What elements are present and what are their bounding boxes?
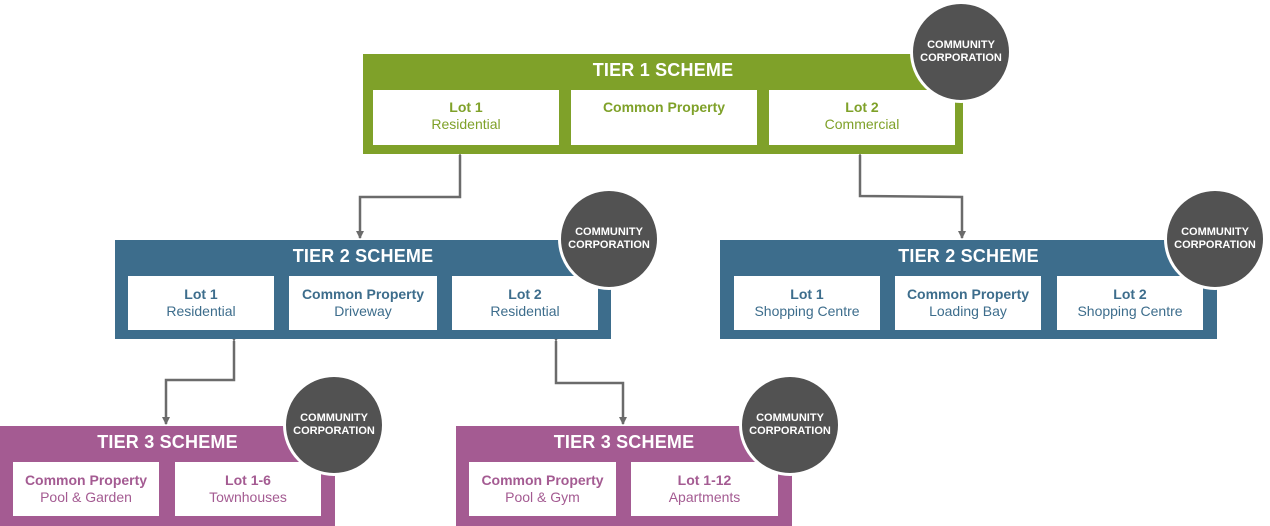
cell-name: Lot 1 [449, 99, 483, 115]
tier2-left-cell-common-property: Common Property Driveway [289, 276, 437, 330]
tier2-left-cell-lot2: Lot 2 Residential [452, 276, 598, 330]
tier3-left-title: TIER 3 SCHEME [97, 432, 238, 452]
cell-sub: Loading Bay [929, 303, 1007, 319]
cell-sub: Pool & Gym [505, 489, 580, 505]
cell-sub: Shopping Centre [1077, 303, 1183, 319]
cell-name: Lot 1 [790, 286, 824, 302]
cell-name: Lot 2 [508, 286, 542, 302]
tier2-right-cell-lot1: Lot 1 Shopping Centre [734, 276, 880, 330]
cell-name: Lot 1-12 [677, 472, 732, 488]
tier1-cell-common-property: Common Property [571, 90, 757, 145]
cell-name: Lot 1 [184, 286, 218, 302]
cell-sub: Residential [166, 303, 236, 319]
cell-sub: Apartments [668, 489, 741, 505]
tier2-right-cell-lot2: Lot 2 Shopping Centre [1057, 276, 1203, 330]
tier3-right-cell-common-property: Common Property Pool & Gym [469, 462, 616, 516]
cell-name: Common Property [301, 286, 425, 302]
connector-tier2-left-lot1-to-tier3-left [162, 334, 238, 425]
tier3-right-cell-lots: Lot 1-12 Apartments [631, 462, 778, 516]
cell-sub: Shopping Centre [754, 303, 860, 319]
tier1-scheme: TIER 1 SCHEME Lot 1 Residential Common P… [363, 54, 963, 154]
tier2-left-scheme: TIER 2 SCHEME Lot 1 Residential Common P… [115, 240, 611, 339]
connector-tier1-lot2-to-tier2-right [856, 148, 966, 239]
cell-name: Common Property [24, 472, 148, 488]
tier1-cell-lot2: Lot 2 Commercial [769, 90, 955, 145]
cell-sub: Residential [490, 303, 560, 319]
cell-sub: Driveway [334, 303, 392, 319]
cell-sub: Townhouses [209, 489, 287, 505]
tier1-cell-lot1: Lot 1 Residential [373, 90, 559, 145]
cell-name: Common Property [602, 99, 726, 115]
cell-name: Common Property [481, 472, 604, 488]
cell-sub: Pool & Garden [40, 489, 132, 505]
cell-name: Lot 2 [1113, 286, 1147, 302]
tier2-left-cell-lot1: Lot 1 Residential [128, 276, 274, 330]
tier2-left-title: TIER 2 SCHEME [292, 246, 434, 266]
cell-name: Lot 2 [845, 99, 879, 115]
cell-sub: Residential [431, 116, 501, 132]
tier2-right-cell-common-property: Common Property Loading Bay [895, 276, 1041, 330]
connector-tier1-lot1-to-tier2-left [356, 148, 464, 239]
cell-name: Lot 1-6 [225, 472, 271, 488]
tier3-left-cell-lots: Lot 1-6 Townhouses [175, 462, 321, 516]
tier1-title: TIER 1 SCHEME [592, 60, 734, 80]
tier3-left-scheme: TIER 3 SCHEME Common Property Pool & Gar… [0, 426, 335, 526]
tier3-right-scheme: TIER 3 SCHEME Common Property Pool & Gym… [456, 426, 792, 526]
cell-sub: Commercial [824, 116, 900, 132]
cell-name: Common Property [906, 286, 1030, 302]
tier3-left-cell-common-property: Common Property Pool & Garden [13, 462, 159, 516]
connector-tier2-left-lot2-to-tier3-right [552, 334, 627, 425]
tier3-right-title: TIER 3 SCHEME [553, 432, 695, 452]
tier2-right-title: TIER 2 SCHEME [898, 246, 1039, 266]
tier2-right-scheme: TIER 2 SCHEME Lot 1 Shopping Centre Comm… [720, 240, 1217, 339]
